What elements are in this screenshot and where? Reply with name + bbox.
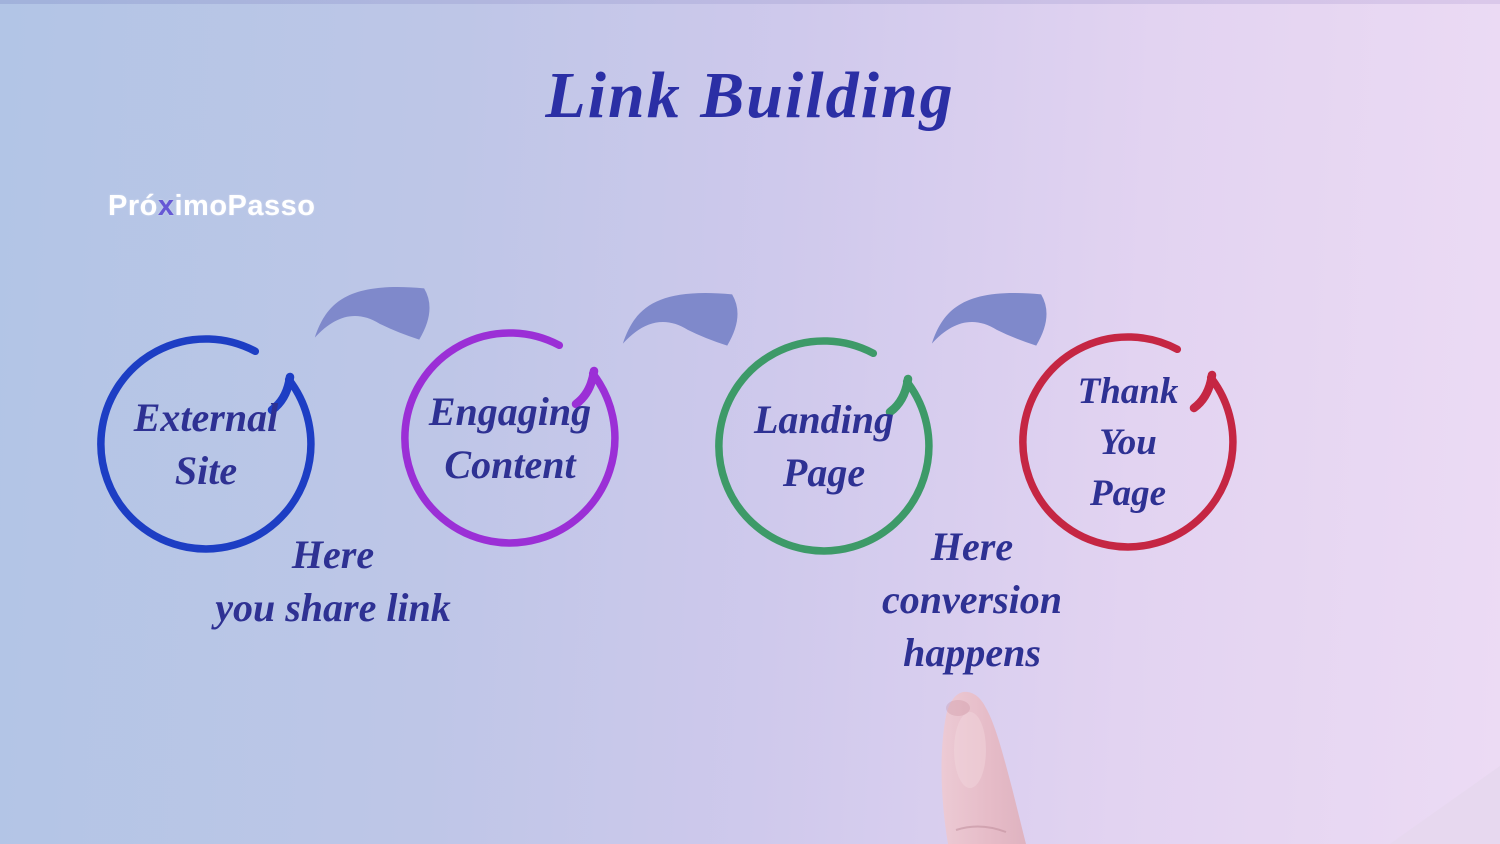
step-circle-thank-you-page: Thank You Page [1013, 327, 1243, 557]
top-edge-strip [0, 0, 1500, 4]
step-label-line: Page [1089, 472, 1167, 514]
step-label: Landing Page [709, 331, 939, 561]
step-label-line: Thank [1077, 370, 1179, 412]
step-label-line: Page [782, 450, 866, 495]
hand-drawn-circle-icon [715, 337, 933, 555]
note-line: happens [903, 630, 1041, 675]
curved-arrow-icon [314, 287, 430, 340]
step-label-line: Landing [753, 397, 895, 442]
step-label-line: Engaging [428, 389, 592, 434]
corner-shadow-shape [1390, 766, 1500, 844]
step-label-line: Content [444, 442, 576, 487]
step-label-line: You [1099, 421, 1157, 463]
watermark-suffix: imoPasso [174, 190, 316, 222]
step-circle-engaging-content: Engaging Content [395, 323, 625, 553]
note-line: Here [291, 532, 375, 577]
watermark-logo: PróximoPasso [108, 190, 315, 223]
pointing-finger-image [941, 691, 1026, 844]
watermark-prefix: Pró [108, 190, 158, 222]
curved-arrow-icon [931, 293, 1047, 346]
note-conversion: Here conversion happens [812, 520, 1132, 679]
step-label: External Site [91, 329, 321, 559]
note-line: conversion [882, 577, 1062, 622]
note-line: Here [930, 524, 1014, 569]
hand-drawn-circle-icon [97, 335, 315, 553]
step-circle-landing-page: Landing Page [709, 331, 939, 561]
note-line: you share link [215, 585, 451, 630]
note-share-link: Here you share link [173, 528, 493, 634]
page-title: Link Building [545, 59, 955, 132]
curved-arrow-icon [622, 293, 738, 346]
hand-drawn-circle-icon [1019, 333, 1237, 551]
step-circle-external-site: External Site [91, 329, 321, 559]
step-label: Engaging Content [395, 323, 625, 553]
step-label-line: Site [174, 448, 238, 493]
hand-drawn-circle-icon [401, 329, 619, 547]
step-label-line: External [133, 395, 279, 440]
step-label: Thank You Page [1013, 327, 1243, 557]
watermark-accent-letter: x [157, 190, 175, 222]
